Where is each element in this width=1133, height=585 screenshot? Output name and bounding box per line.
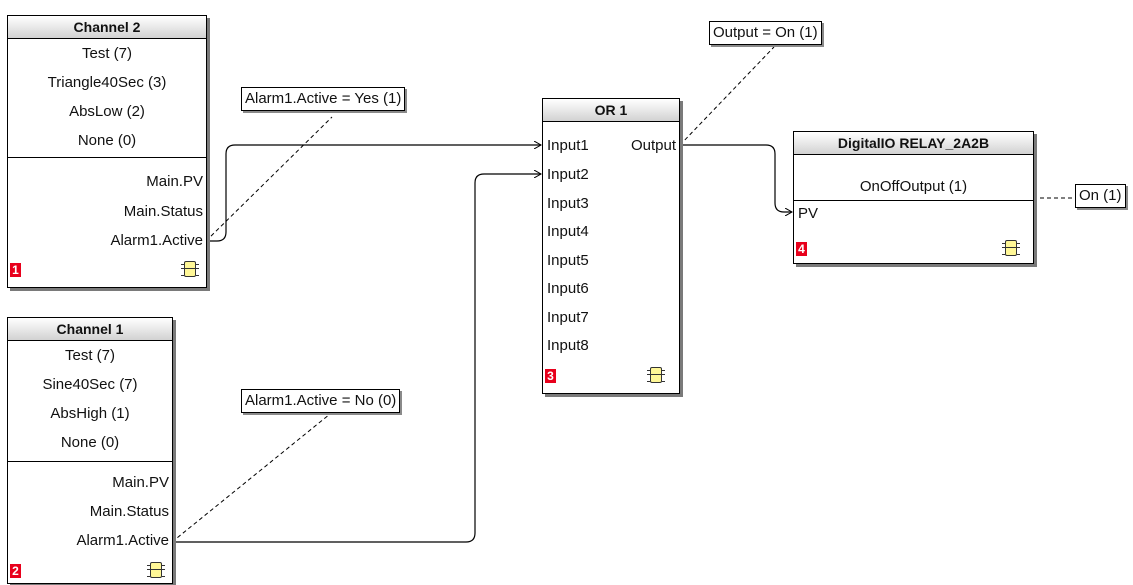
relay-divider bbox=[794, 200, 1033, 201]
channel1-execution-badge: 2 bbox=[10, 564, 21, 578]
wire-ch2-alarm-to-input1[interactable] bbox=[206, 145, 541, 242]
or1-title: OR 1 bbox=[543, 99, 679, 122]
channel1-output-main-status[interactable]: Main.Status bbox=[89, 503, 169, 520]
channel1-function-block-icon bbox=[147, 562, 165, 578]
leader-or-output bbox=[679, 46, 775, 146]
relay-execution-badge: 4 bbox=[796, 242, 807, 256]
channel1-param-wave: Sine40Sec (7) bbox=[42, 376, 138, 393]
or1-input8[interactable]: Input8 bbox=[547, 337, 589, 354]
or1-input7[interactable]: Input7 bbox=[547, 309, 589, 326]
or1-input5[interactable]: Input5 bbox=[547, 252, 589, 269]
callout-or-output[interactable]: Output = On (1) bbox=[709, 21, 822, 45]
channel1-param-alarm2: None (0) bbox=[60, 434, 120, 451]
wire-ch1-alarm-to-input2[interactable] bbox=[172, 174, 541, 543]
channel1-param-alarm-type: AbsHigh (1) bbox=[50, 405, 130, 422]
callout-relay-value[interactable]: On (1) bbox=[1075, 184, 1126, 208]
channel2-function-block-icon bbox=[181, 261, 199, 277]
or1-input3[interactable]: Input3 bbox=[547, 195, 589, 212]
relay-title: DigitalIO RELAY_2A2B bbox=[794, 132, 1033, 155]
channel2-output-main-pv[interactable]: Main.PV bbox=[146, 173, 203, 190]
channel1-output-main-pv[interactable]: Main.PV bbox=[112, 474, 169, 491]
or1-input6[interactable]: Input6 bbox=[547, 280, 589, 297]
or1-input1[interactable]: Input1 bbox=[547, 137, 589, 154]
channel2-block[interactable]: Channel 2 Test (7) Triangle40Sec (3) Abs… bbox=[7, 15, 207, 288]
channel1-title: Channel 1 bbox=[8, 318, 172, 341]
or1-input2[interactable]: Input2 bbox=[547, 166, 589, 183]
wire-or-output-to-relay-pv[interactable] bbox=[680, 144, 792, 212]
relay-block[interactable]: DigitalIO RELAY_2A2B OnOffOutput (1) PV … bbox=[793, 131, 1034, 264]
leader-alarm-ch2 bbox=[205, 116, 333, 242]
or1-block[interactable]: OR 1 Input1 Output Input2 Input3 Input4 … bbox=[542, 98, 680, 394]
channel2-output-alarm1-active[interactable]: Alarm1.Active bbox=[110, 232, 203, 249]
or1-input4[interactable]: Input4 bbox=[547, 223, 589, 240]
channel1-divider bbox=[8, 461, 172, 462]
or1-execution-badge: 3 bbox=[545, 369, 556, 383]
relay-function-block-icon bbox=[1002, 240, 1020, 256]
relay-param-onoffoutput: OnOffOutput (1) bbox=[859, 178, 968, 195]
channel2-param-alarm2: None (0) bbox=[77, 132, 137, 149]
channel2-param-alarm-type: AbsLow (2) bbox=[69, 103, 145, 120]
leader-alarm-ch1 bbox=[171, 413, 331, 543]
relay-input-pv[interactable]: PV bbox=[798, 205, 819, 222]
callout-alarm-ch1[interactable]: Alarm1.Active = No (0) bbox=[241, 389, 401, 413]
channel2-output-main-status[interactable]: Main.Status bbox=[123, 203, 203, 220]
channel2-execution-badge: 1 bbox=[10, 263, 21, 277]
channel2-title: Channel 2 bbox=[8, 16, 206, 39]
channel2-divider bbox=[8, 157, 206, 158]
channel2-param-type: Test (7) bbox=[81, 45, 132, 62]
channel1-block[interactable]: Channel 1 Test (7) Sine40Sec (7) AbsHigh… bbox=[7, 317, 173, 584]
or1-output[interactable]: Output bbox=[630, 137, 676, 154]
channel2-param-wave: Triangle40Sec (3) bbox=[47, 74, 167, 91]
channel1-output-alarm1-active[interactable]: Alarm1.Active bbox=[76, 532, 169, 549]
callout-alarm-ch2[interactable]: Alarm1.Active = Yes (1) bbox=[241, 87, 406, 111]
channel1-param-type: Test (7) bbox=[64, 347, 115, 364]
or1-function-block-icon bbox=[647, 367, 665, 383]
